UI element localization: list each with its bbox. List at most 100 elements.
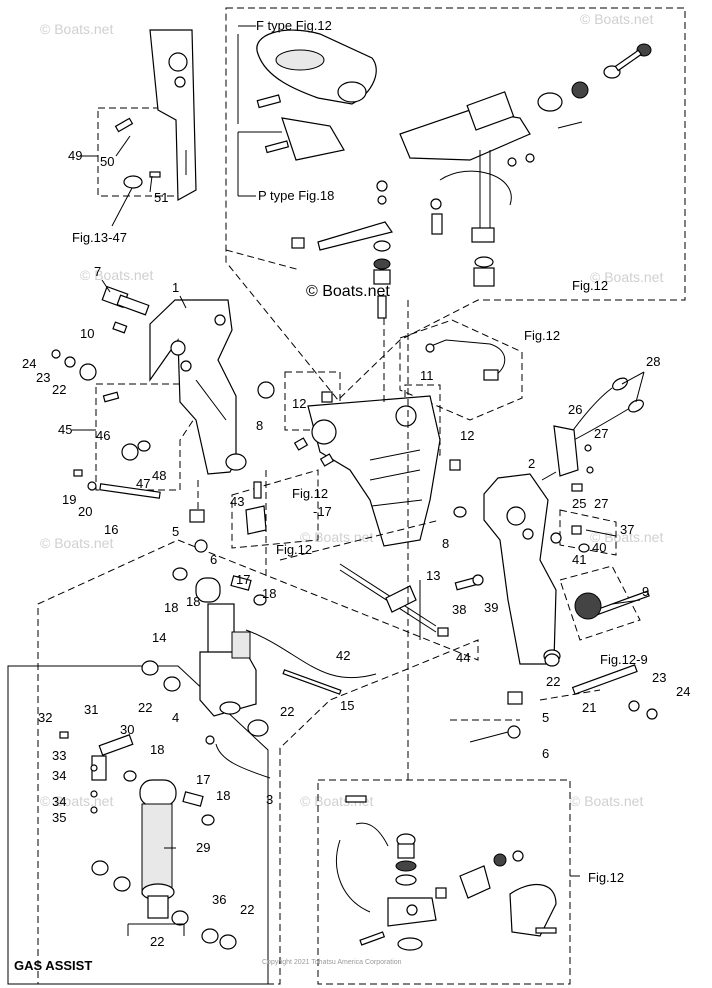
figure-references: F type Fig.12 P type Fig.18 Fig.12 Fig.1… xyxy=(72,18,648,885)
callout-22-mid: 22 xyxy=(138,700,152,715)
callout-29: 29 xyxy=(196,840,210,855)
callout-49: 49 xyxy=(68,148,82,163)
copyright-notice: Copyright 2021 Tohatsu America Corporati… xyxy=(262,959,402,966)
callout-22-left: 22 xyxy=(52,382,66,397)
callout-13: 13 xyxy=(426,568,440,583)
parts-38-41 xyxy=(454,525,590,591)
callout-5-left: 5 xyxy=(172,524,179,539)
fig12-ref-center: Fig.12 xyxy=(292,486,328,501)
fig12-ref-bottom: Fig.12 xyxy=(588,870,624,885)
callout-18-b: 18 xyxy=(262,586,276,601)
right-clamp-bracket-2 xyxy=(453,473,561,665)
bottom-fig12-box xyxy=(317,779,571,985)
callout-16: 16 xyxy=(104,522,118,537)
callout-12-upper: 12 xyxy=(292,396,306,411)
tilt-lever-assembly xyxy=(291,43,652,319)
watermark-4: © Boats.net xyxy=(590,269,663,285)
callout-50: 50 xyxy=(100,154,114,169)
p-type-bracket xyxy=(264,117,345,161)
callout-48: 48 xyxy=(152,468,166,483)
callout-47: 47 xyxy=(136,476,150,491)
callout-34-a: 34 xyxy=(52,768,66,783)
callout-17-b: 17 xyxy=(196,772,210,787)
callout-30: 30 xyxy=(120,722,134,737)
callout-15: 15 xyxy=(340,698,354,713)
bushings-left xyxy=(51,349,275,499)
callout-26: 26 xyxy=(568,402,582,417)
callout-numbers: 49 50 51 7 1 10 24 23 22 45 46 47 48 19 … xyxy=(22,148,690,949)
callout-31: 31 xyxy=(84,702,98,717)
callout-2: 2 xyxy=(528,456,535,471)
callout-23-left: 23 xyxy=(36,370,50,385)
callout-43: 43 xyxy=(230,494,244,509)
bolt-7-and-10 xyxy=(101,285,150,334)
callout-21: 21 xyxy=(582,700,596,715)
callout-42: 42 xyxy=(336,648,350,663)
callout-8-right: 8 xyxy=(442,536,449,551)
parts-43-5-6 xyxy=(189,481,523,743)
callout-12-right: 12 xyxy=(460,428,474,443)
callout-41: 41 xyxy=(572,552,586,567)
callout-11: 11 xyxy=(420,368,434,383)
top-assembly-box xyxy=(225,7,686,401)
callout-14: 14 xyxy=(152,630,166,645)
callout-40: 40 xyxy=(592,540,606,555)
callout-3: 3 xyxy=(266,792,273,807)
watermark-7: © Boats.net xyxy=(590,529,663,545)
callout-4: 4 xyxy=(172,710,179,725)
fig12-ref-hose: Fig.12 xyxy=(524,328,560,343)
callout-22-right: 22 xyxy=(546,674,560,689)
gas-assist-cylinder xyxy=(59,731,237,950)
callout-22-cyl: 22 xyxy=(280,704,294,719)
bottom-fig12-parts xyxy=(336,795,557,951)
callout-18-a: 18 xyxy=(164,600,178,615)
callout-38: 38 xyxy=(452,602,466,617)
callout-28: 28 xyxy=(646,354,660,369)
hose-box xyxy=(399,319,523,421)
gas-assist-label: GAS ASSIST xyxy=(14,958,92,973)
callout-24-right: 24 xyxy=(676,684,690,699)
top-left-bracket xyxy=(114,29,197,202)
callout-22-gas-bottom: 22 xyxy=(150,934,164,949)
upper-hose xyxy=(425,339,506,381)
callout-18-d: 18 xyxy=(216,788,230,803)
callout-neg-17: -17 xyxy=(313,504,332,519)
p-type-ref: P type Fig.18 xyxy=(258,188,334,203)
swivel-bracket xyxy=(293,391,461,547)
callout-51: 51 xyxy=(154,190,168,205)
callout-18-c: 18 xyxy=(150,742,164,757)
callout-32: 32 xyxy=(38,710,52,725)
watermark-main: © Boats.net xyxy=(306,283,390,300)
assembly-lines xyxy=(197,249,601,780)
callout-7: 7 xyxy=(94,264,101,279)
watermark-5: © Boats.net xyxy=(40,535,113,551)
callout-25: 25 xyxy=(572,496,586,511)
callout-44: 44 xyxy=(456,650,470,665)
callout-17-a: 17 xyxy=(236,572,250,587)
callout-45: 45 xyxy=(58,422,72,437)
callout-35: 35 xyxy=(52,810,66,825)
box-43 xyxy=(231,469,319,549)
left-clamp-bracket-1 xyxy=(149,299,247,475)
f-type-handle xyxy=(256,29,377,109)
watermark-10: © Boats.net xyxy=(570,793,643,809)
callout-6-left: 6 xyxy=(210,552,217,567)
callout-1: 1 xyxy=(172,280,179,295)
callout-36: 36 xyxy=(212,892,226,907)
box-fig12-9 xyxy=(559,565,641,641)
callout-6-right: 6 xyxy=(542,746,549,761)
trim-sensor-wire xyxy=(553,377,644,492)
callout-18-e: 18 xyxy=(186,594,200,609)
callout-10: 10 xyxy=(80,326,94,341)
callout-46: 46 xyxy=(96,428,110,443)
shafts xyxy=(544,590,658,720)
box-37 xyxy=(559,509,617,556)
callout-27-upper: 27 xyxy=(594,426,608,441)
callout-5-right: 5 xyxy=(542,710,549,725)
fig12-ref-top: Fig.12 xyxy=(572,278,608,293)
callout-19: 19 xyxy=(62,492,76,507)
watermark-2: © Boats.net xyxy=(580,11,653,27)
callout-9: 9 xyxy=(642,584,649,599)
callout-22-gas-right: 22 xyxy=(240,902,254,917)
